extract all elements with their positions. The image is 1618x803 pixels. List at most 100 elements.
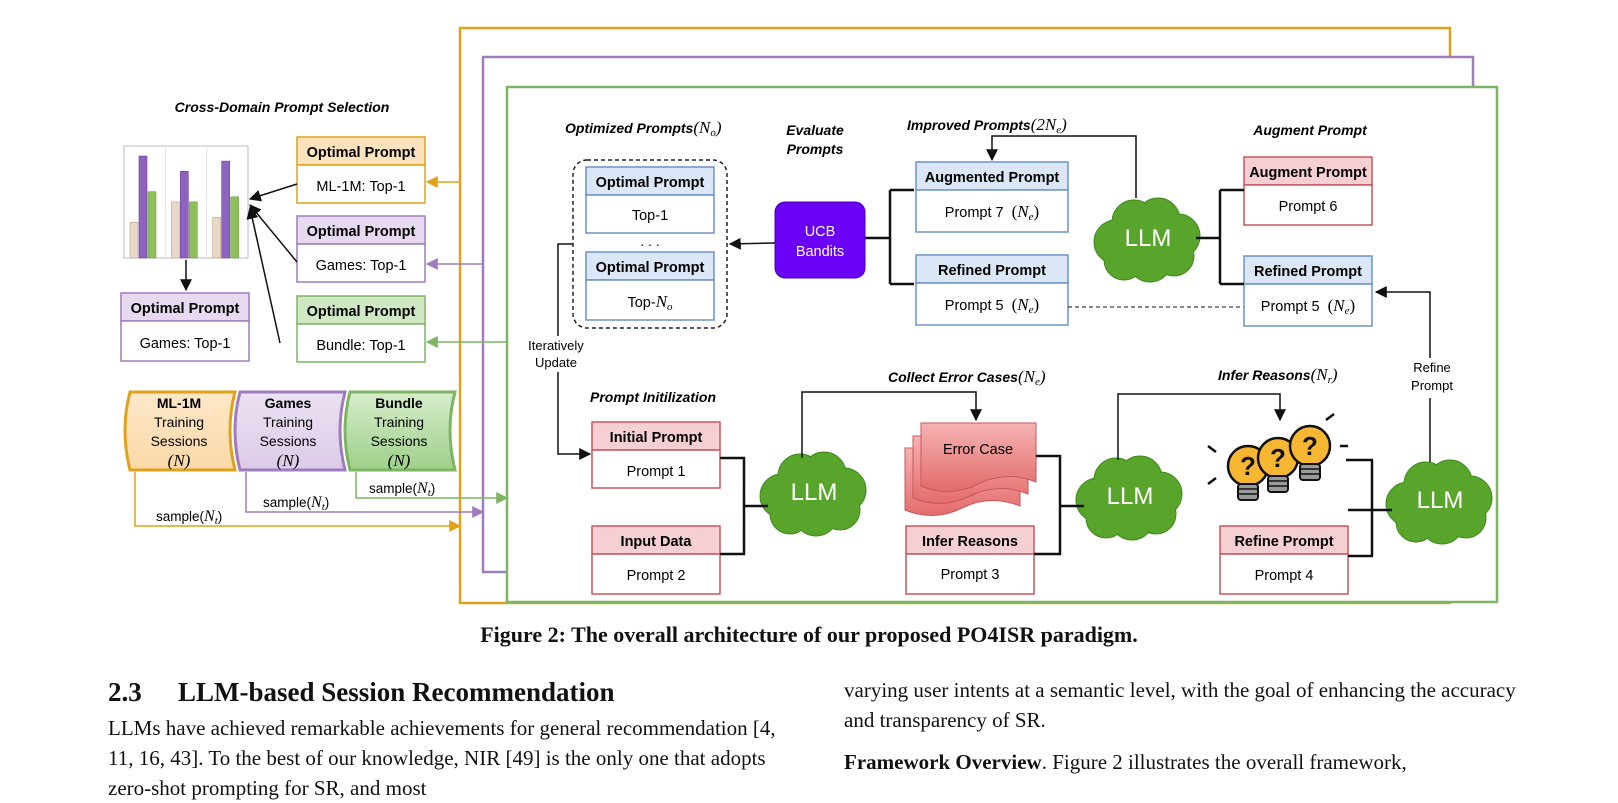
prompt3-label: Prompt 3 [941, 567, 1000, 583]
bulb-ray [1207, 445, 1217, 453]
llm-label: LLM [791, 479, 838, 506]
section-number: 2.3 [108, 677, 142, 707]
optimal-prompt-label: Optimal Prompt [596, 175, 705, 191]
optimal-prompt-label: Optimal Prompt [307, 145, 416, 161]
chart-bar [129, 222, 139, 259]
chart-bar [212, 216, 221, 259]
question-bulb-icon: ? [1256, 436, 1300, 493]
iteratively-label: Iteratively [528, 338, 584, 353]
input-data-label: Input Data [621, 534, 693, 550]
training-word: Training [154, 414, 204, 430]
n-symbol: (N) [277, 451, 300, 470]
refine-prompt-label: Refine Prompt [1234, 534, 1333, 550]
update-label: Update [535, 355, 577, 370]
sample-nt-ml1m: sample(Nt) [156, 508, 222, 527]
games-training-sessions: Games Training Sessions (N) [233, 390, 347, 472]
llm-cloud-icon: LLM [759, 451, 867, 537]
question-bulb-icon: ? [1288, 424, 1332, 481]
chart-bar [171, 201, 180, 259]
games-top1: Games: Top-1 [316, 258, 407, 274]
prompt5-label: Prompt 5(Ne) [945, 295, 1039, 316]
llm-cloud-icon: LLM [1075, 455, 1183, 541]
bundle-top1: Bundle: Top-1 [316, 338, 405, 354]
refined-prompt-box-right: Refined Prompt Prompt 5(Ne) [1243, 255, 1373, 327]
llm-cloud-icon: LLM [1385, 459, 1493, 545]
prompt4-label: Prompt 4 [1255, 568, 1314, 584]
infer-reasons-title: Infer Reasons(Nr) [1218, 365, 1338, 386]
improved-prompts-title: Improved Prompts(2Ne) [907, 115, 1067, 136]
augment-prompt-label: Augment Prompt [1249, 165, 1367, 181]
sessions-word: Sessions [260, 433, 317, 449]
augmented-prompt-label: Augmented Prompt [925, 170, 1060, 186]
chart-bar [147, 191, 157, 259]
initial-prompt-label: Initial Prompt [610, 430, 703, 446]
initial-prompt-box: Initial Prompt Prompt 1 [591, 421, 721, 489]
augment-prompt-title: Augment Prompt [1252, 122, 1368, 138]
collect-error-title: Collect Error Cases(Ne) [888, 367, 1046, 388]
framework-overview-text: . Figure 2 illustrates the overall frame… [1041, 750, 1407, 774]
optimal-prompt-top-no: Optimal Prompt Top-No [585, 251, 715, 321]
augment-prompt-box: Augment Prompt Prompt 6 [1243, 156, 1373, 226]
ml1m-optimal-prompt: Optimal Prompt ML-1M: Top-1 [296, 136, 426, 204]
chart-bar [180, 171, 189, 259]
training-word: Training [374, 414, 424, 430]
llm-label: LLM [1107, 483, 1154, 510]
ucb-bandits-box [774, 201, 866, 279]
figure-caption: Figure 2: The overall architecture of ou… [480, 622, 1138, 647]
chart-bar [189, 201, 198, 259]
error-case-stack: Error Case [904, 422, 1037, 516]
cross-domain-title: Cross-Domain Prompt Selection [175, 99, 390, 115]
refine-label: Refine [1413, 360, 1451, 375]
top1-label: Top-1 [632, 208, 668, 224]
prompt-label: Prompt [1411, 378, 1453, 393]
ml1m-top1: ML-1M: Top-1 [316, 179, 405, 195]
augmented-prompt-box: Augmented Prompt Prompt 7(Ne) [915, 161, 1069, 233]
architecture-figure: Cross-Domain Prompt Selection Optimal Pr… [120, 26, 1499, 605]
input-data-box: Input Data Prompt 2 [591, 525, 721, 595]
ellipsis: . . . [640, 233, 659, 249]
selected-optimal-prompt: Optimal Prompt Games: Top-1 [120, 292, 250, 362]
optimal-prompt-top1: Optimal Prompt Top-1 [585, 166, 715, 234]
llm-cloud-icon: LLM [1093, 197, 1201, 283]
svg-text:?: ? [1302, 431, 1318, 461]
infer-reasons-label: Infer Reasons [922, 534, 1018, 550]
ml1m-training-sessions: ML-1M Training Sessions (N) [123, 390, 237, 472]
prompt2-label: Prompt 2 [627, 568, 686, 584]
bundle-training-sessions: Bundle Training Sessions (N) [343, 390, 457, 472]
sessions-word: Sessions [371, 433, 428, 449]
infer-reasons-box: Infer Reasons Prompt 3 [905, 525, 1035, 595]
left-paragraph: LLMs have achieved remarkable achievemen… [108, 716, 776, 800]
chart-bar [138, 155, 148, 259]
cross-domain-bar-chart [123, 145, 249, 259]
svg-text:?: ? [1240, 451, 1256, 481]
bundle-optimal-prompt: Optimal Prompt Bundle: Top-1 [296, 295, 426, 363]
chart-bar [221, 160, 230, 259]
svg-text:?: ? [1270, 443, 1286, 473]
top-no-label: Top-No [627, 292, 673, 313]
bulb-ray [1325, 413, 1335, 421]
refined-prompt-label: Refined Prompt [938, 263, 1046, 279]
bulb-ray [1207, 477, 1217, 485]
prompts-label: Prompts [787, 141, 844, 157]
refine-prompt-box: Refine Prompt Prompt 4 [1219, 525, 1349, 595]
n-symbol: (N) [168, 451, 191, 470]
prompt1-label: Prompt 1 [627, 464, 686, 480]
evaluate-label: Evaluate [786, 122, 844, 138]
llm-label: LLM [1125, 225, 1172, 252]
games-optimal-prompt: Optimal Prompt Games: Top-1 [296, 215, 426, 283]
selected-games-top1: Games: Top-1 [140, 336, 231, 352]
ucb-label: UCB [805, 224, 836, 240]
error-case-label: Error Case [943, 442, 1013, 458]
bundle-name: Bundle [375, 395, 423, 411]
training-word: Training [263, 414, 313, 430]
llm-label: LLM [1417, 487, 1464, 514]
bandits-label: Bandits [796, 244, 844, 260]
right-paragraph-2: Framework Overview. Figure 2 illustrates… [844, 747, 1524, 777]
prompt6-label: Prompt 6 [1279, 199, 1338, 215]
optimal-prompt-label: Optimal Prompt [596, 260, 705, 276]
prompt5-label: Prompt 5(Ne) [1261, 296, 1355, 317]
optimal-prompt-label: Optimal Prompt [307, 304, 416, 320]
question-bulbs-icon: ??? [1207, 413, 1348, 501]
optimal-prompt-label: Optimal Prompt [131, 301, 240, 317]
